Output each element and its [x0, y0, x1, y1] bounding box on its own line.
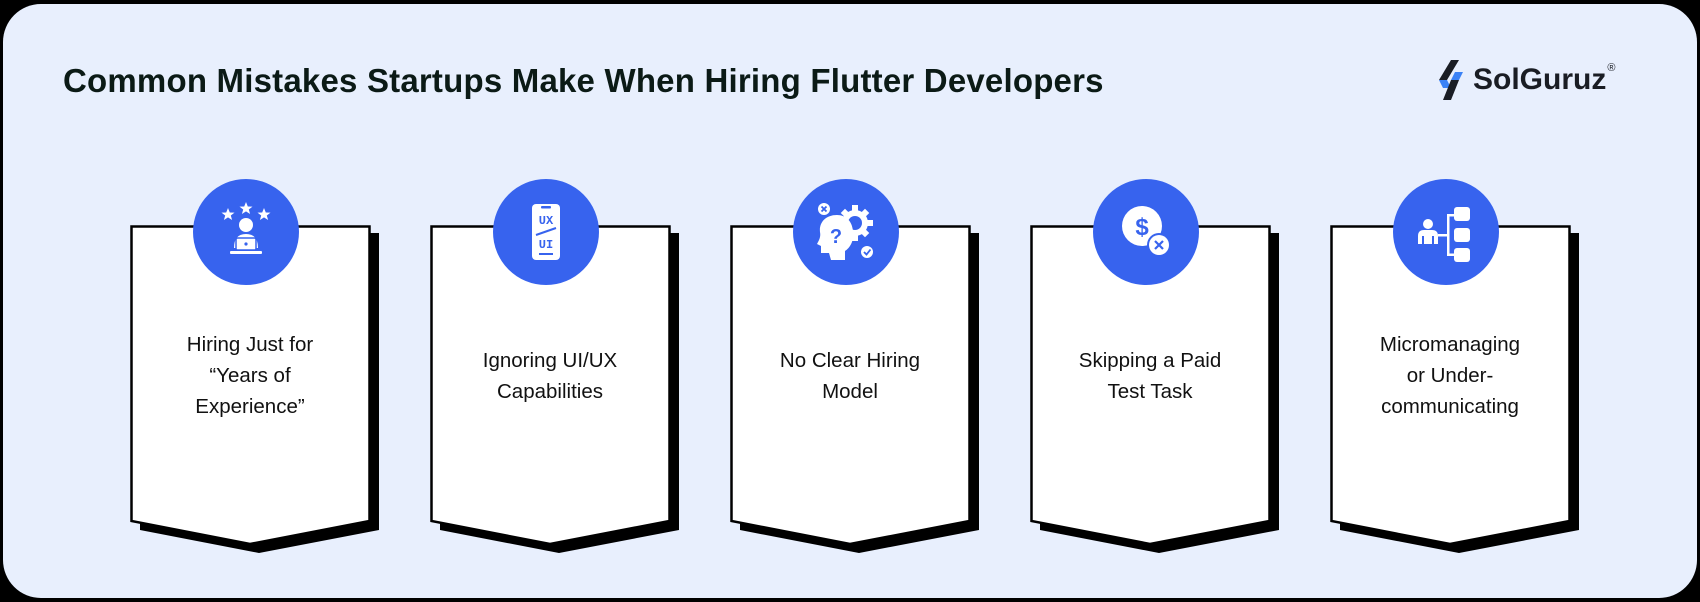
registered-mark: ® [1607, 62, 1616, 74]
person-hierarchy-icon [1418, 207, 1470, 262]
card-label-line: Experience” [195, 395, 305, 418]
card-shape [130, 225, 379, 553]
card-label-line: Micromanaging [1379, 333, 1521, 356]
card-label-line: communicating [1381, 395, 1519, 418]
card-label-line: Capabilities [497, 380, 603, 403]
card-label-line: Ignoring UI/UX [482, 349, 618, 372]
card-label-line: Hiring Just for [186, 333, 314, 356]
card-label-line: No Clear Hiring [779, 349, 921, 372]
experience-person-stars-icon [221, 202, 271, 254]
svg-text:UX: UX [539, 214, 554, 228]
brand-name: SolGuruz [1473, 63, 1607, 96]
card-label: No Clear Hiring Model [740, 345, 960, 407]
card-label-line: “Years of [209, 364, 291, 387]
card-label-line: Model [822, 380, 878, 403]
mistake-card-2: UX UI Ignoring UI/UX Capabilities [430, 179, 679, 555]
card-label-line: Skipping a Paid [1078, 349, 1222, 372]
icon-badge: $ [1093, 179, 1199, 285]
mistake-card-5: Micromanaging or Under- communicating [1330, 179, 1579, 555]
card-label: Hiring Just for “Years of Experience” [140, 329, 360, 422]
card-shape [1030, 225, 1279, 553]
icon-badge [193, 179, 299, 285]
head-question-gear-icon: ? [817, 203, 873, 260]
card-shape [430, 225, 679, 553]
infographic-frame: Common Mistakes Startups Make When Hirin… [3, 4, 1697, 598]
mistake-card-3: ? No Clear Hiring Model [730, 179, 979, 555]
svg-text:$: $ [1135, 214, 1149, 241]
svg-text:?: ? [830, 226, 842, 248]
solguruz-logo-icon [1439, 60, 1463, 100]
card-label-line: Test Task [1107, 380, 1193, 403]
card-shape [730, 225, 979, 553]
card-shape [1330, 225, 1579, 553]
ux-ui-phone-icon: UX UI [532, 204, 560, 260]
svg-text:UI: UI [539, 238, 553, 252]
card-label: Micromanaging or Under- communicating [1340, 329, 1560, 422]
icon-badge [1393, 179, 1499, 285]
card-label-line: or Under- [1406, 364, 1494, 387]
page-title: Common Mistakes Startups Make When Hirin… [63, 62, 1104, 99]
dollar-cancel-icon: $ [1122, 206, 1171, 257]
icon-badge: ? [793, 179, 899, 285]
brand-logo: SolGuruz ® [1433, 58, 1615, 102]
mistake-card-1: Hiring Just for “Years of Experience” [130, 179, 379, 555]
card-label: Ignoring UI/UX Capabilities [440, 345, 660, 407]
mistake-card-4: $ Skipping a Paid Test Task [1030, 179, 1279, 555]
card-label: Skipping a Paid Test Task [1040, 345, 1260, 407]
icon-badge: UX UI [493, 179, 599, 285]
